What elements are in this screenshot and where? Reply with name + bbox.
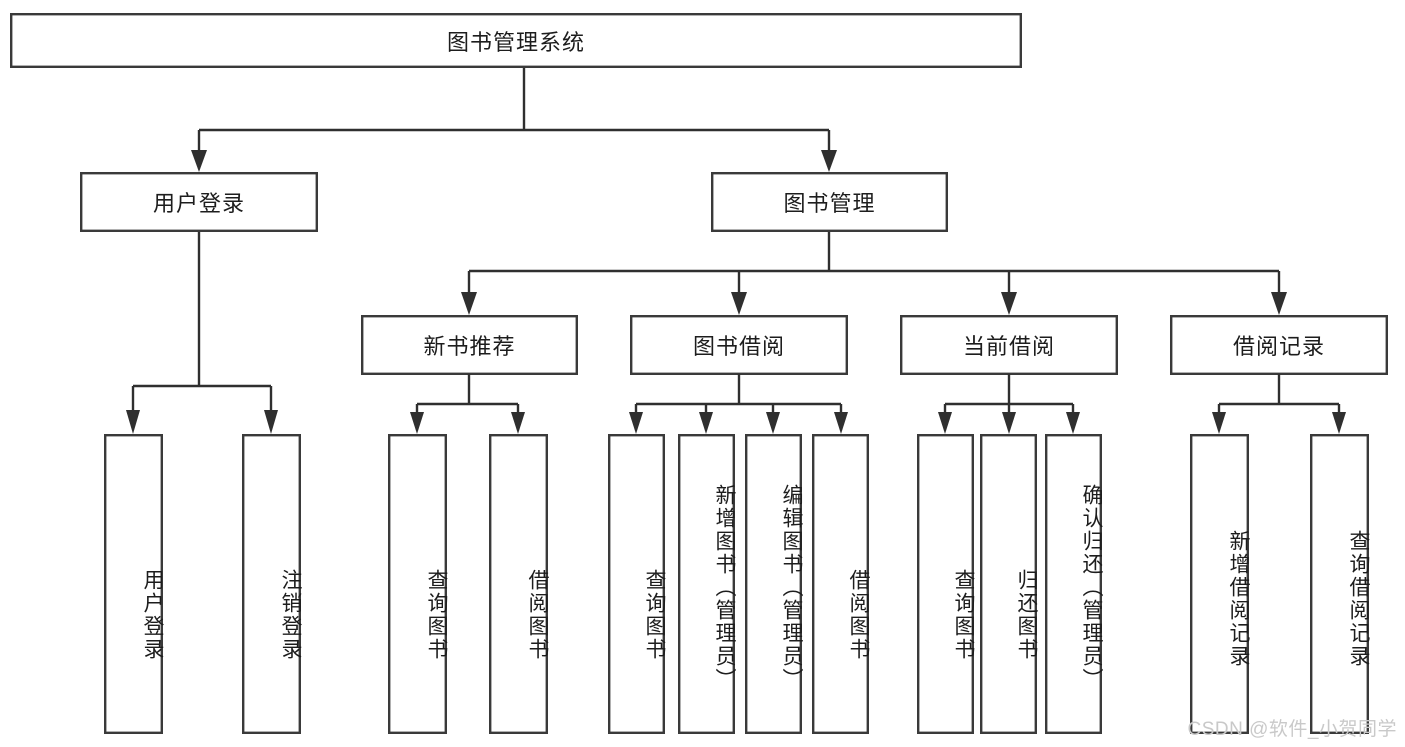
arrow-head-bb-borrow-book — [834, 412, 848, 434]
arrow-head-cb-query-book — [938, 412, 952, 434]
node-box-leaf-4[interactable] — [608, 434, 666, 735]
node-box-leaf-12[interactable] — [1309, 434, 1369, 735]
node-box-borrow-record[interactable] — [1169, 315, 1388, 376]
node-box-leaf-3[interactable] — [489, 434, 549, 735]
node-box-book-borrow[interactable] — [630, 315, 849, 376]
node-box-leaf-11[interactable] — [1189, 434, 1249, 735]
arrow-head-new-book-rec — [461, 292, 477, 315]
arrow-head-leaf-user-login — [126, 410, 140, 434]
arrow-head-book-borrow — [731, 292, 747, 315]
node-box-leaf-6[interactable] — [745, 434, 803, 735]
arrow-head-bb-add-book — [699, 412, 713, 434]
arrow-head-cb-confirm-return — [1066, 412, 1080, 434]
node-box-book-manage[interactable] — [711, 171, 949, 232]
arrow-head-nbr-query-book — [410, 412, 424, 434]
node-box-leaf-8[interactable] — [917, 434, 975, 735]
arrow-head-borrow-record — [1271, 292, 1287, 315]
node-box-leaf-7[interactable] — [812, 434, 870, 735]
node-box-leaf-10[interactable] — [1044, 434, 1102, 735]
node-box-leaf-9[interactable] — [980, 434, 1038, 735]
arrow-head-user-login — [191, 150, 207, 172]
node-box-leaf-0[interactable] — [103, 434, 163, 735]
arrow-head-cb-return-book — [1002, 412, 1016, 434]
arrow-head-bb-edit-book — [766, 412, 780, 434]
arrow-head-br-query-record — [1332, 412, 1346, 434]
node-box-current-borrow[interactable] — [900, 315, 1119, 376]
node-box-root[interactable] — [9, 12, 1022, 68]
node-box-leaf-5[interactable] — [678, 434, 736, 735]
arrow-head-book-manage — [821, 150, 837, 172]
arrow-head-leaf-logout — [264, 410, 278, 434]
arrow-head-bb-query-book — [629, 412, 643, 434]
arrow-head-nbr-borrow-book — [511, 412, 525, 434]
node-box-new-book-rec[interactable] — [361, 315, 579, 376]
node-box-leaf-1[interactable] — [241, 434, 301, 735]
node-box-leaf-2[interactable] — [388, 434, 448, 735]
node-box-user-login[interactable] — [79, 171, 319, 232]
arrow-head-br-add-record — [1212, 412, 1226, 434]
arrow-head-current-borrow — [1001, 292, 1017, 315]
